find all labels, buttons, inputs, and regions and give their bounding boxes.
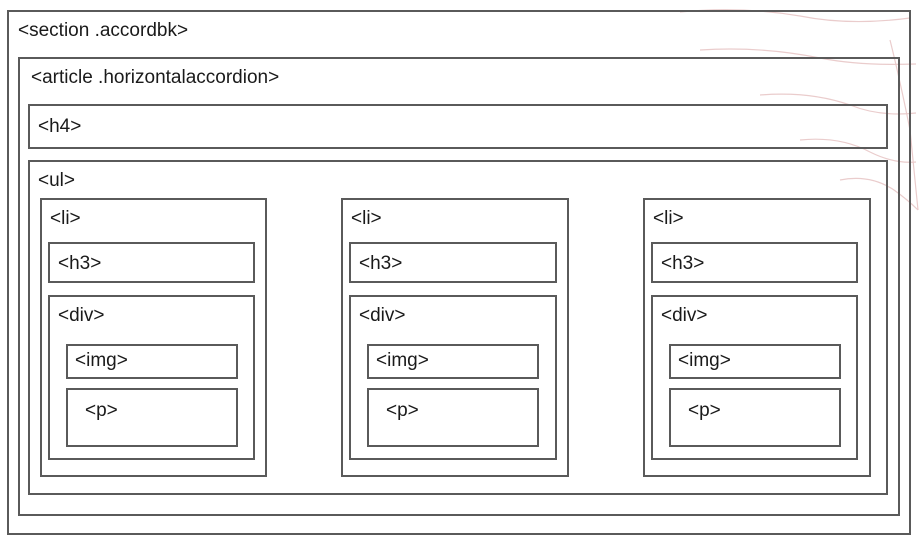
img-box-3 xyxy=(669,344,841,379)
article-horizontalaccordion-label: <article .horizontalaccordion> xyxy=(31,67,280,88)
p-box-2 xyxy=(367,388,539,447)
h3-box-3 xyxy=(651,242,858,283)
h4-box xyxy=(28,104,888,149)
ul-box xyxy=(28,160,888,495)
h3-box-2 xyxy=(349,242,557,283)
ul-label: <ul> xyxy=(38,170,75,191)
article-horizontalaccordion-box xyxy=(18,57,900,516)
li-box-1 xyxy=(40,198,267,477)
li-box-2 xyxy=(341,198,569,477)
li-label-3: <li> xyxy=(653,208,684,229)
img-box-1 xyxy=(66,344,238,379)
p-label-2: <p> xyxy=(386,400,419,421)
img-box-2 xyxy=(367,344,539,379)
section-accordbk-box xyxy=(7,10,911,535)
div-box-2 xyxy=(349,295,557,460)
p-label-1: <p> xyxy=(85,400,118,421)
p-box-3 xyxy=(669,388,841,447)
section-accordbk-label: <section .accordbk> xyxy=(18,20,189,41)
li-label-1: <li> xyxy=(50,208,81,229)
p-label-3: <p> xyxy=(688,400,721,421)
li-box-3 xyxy=(643,198,871,477)
h3-label-1: <h3> xyxy=(58,253,102,274)
div-label-2: <div> xyxy=(359,305,406,326)
p-box-1 xyxy=(66,388,238,447)
div-box-1 xyxy=(48,295,255,460)
li-label-2: <li> xyxy=(351,208,382,229)
img-label-3: <img> xyxy=(678,350,731,371)
div-label-1: <div> xyxy=(58,305,105,326)
img-label-2: <img> xyxy=(376,350,429,371)
h3-label-3: <h3> xyxy=(661,253,705,274)
img-label-1: <img> xyxy=(75,350,128,371)
h3-label-2: <h3> xyxy=(359,253,403,274)
div-label-3: <div> xyxy=(661,305,708,326)
h3-box-1 xyxy=(48,242,255,283)
h4-label: <h4> xyxy=(38,116,82,137)
div-box-3 xyxy=(651,295,858,460)
